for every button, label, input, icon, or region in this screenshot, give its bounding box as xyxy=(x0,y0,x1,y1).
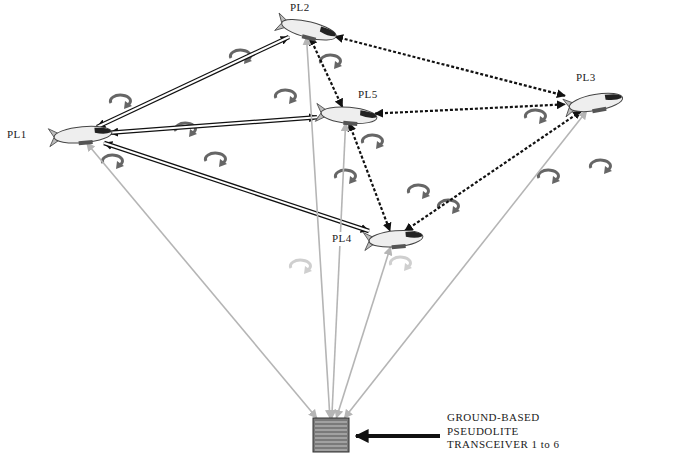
link-arrow xyxy=(87,143,317,418)
airship-icon xyxy=(560,90,626,116)
ground-transceiver: GROUND-BASED PSEUDOLITE TRANSCEIVER 1 to… xyxy=(313,418,349,452)
link-arrow xyxy=(335,36,565,95)
airship-icon xyxy=(360,226,426,252)
link-arrow xyxy=(405,111,581,231)
rotation-symbol xyxy=(320,55,342,69)
link-arrow xyxy=(336,247,390,418)
rotation-symbol xyxy=(438,200,460,214)
transceiver-label: GROUND-BASED PSEUDOLITE TRANSCEIVER 1 to… xyxy=(445,411,573,452)
rotation-symbol xyxy=(275,90,297,104)
link-arrow xyxy=(110,117,317,133)
rotation-symbol xyxy=(335,170,357,184)
pseudolite-label: PL3 xyxy=(574,71,598,85)
link-arrow xyxy=(97,37,289,127)
link-arrow xyxy=(310,37,343,107)
transceiver-icon xyxy=(313,418,349,452)
airship-icon xyxy=(272,16,340,42)
rotation-symbol xyxy=(538,170,560,184)
pseudolite-airship: PL1 xyxy=(45,122,115,148)
link-arrow xyxy=(104,143,369,231)
airship-icon xyxy=(312,102,380,128)
pseudolite-airship: PL5 xyxy=(312,102,380,128)
pseudolite-airship: PL2 xyxy=(272,16,340,42)
pseudolite-airship: PL4 xyxy=(360,226,426,252)
rotation-symbol xyxy=(205,153,227,167)
rotation-symbol xyxy=(590,160,612,174)
leader-arrow xyxy=(356,434,440,438)
link-arrow xyxy=(375,104,565,113)
link-arrow xyxy=(344,111,586,418)
link-arrow xyxy=(306,37,329,418)
pseudolite-label: PL5 xyxy=(356,88,380,102)
rotation-symbol xyxy=(390,257,412,271)
rotation-symbol xyxy=(525,110,547,124)
rotation-symbol xyxy=(290,260,312,274)
pseudolite-airship: PL3 xyxy=(560,90,626,116)
rotation-symbol xyxy=(362,135,384,149)
link-arrow xyxy=(349,123,390,231)
rotation-symbol xyxy=(408,185,430,199)
pseudolite-label: PL4 xyxy=(330,232,354,246)
link-arrow xyxy=(332,123,346,418)
rotation-symbol xyxy=(110,95,132,109)
pseudolite-label: PL2 xyxy=(288,1,312,15)
airship-icon xyxy=(45,122,115,148)
pseudolite-label: PL1 xyxy=(5,128,29,142)
